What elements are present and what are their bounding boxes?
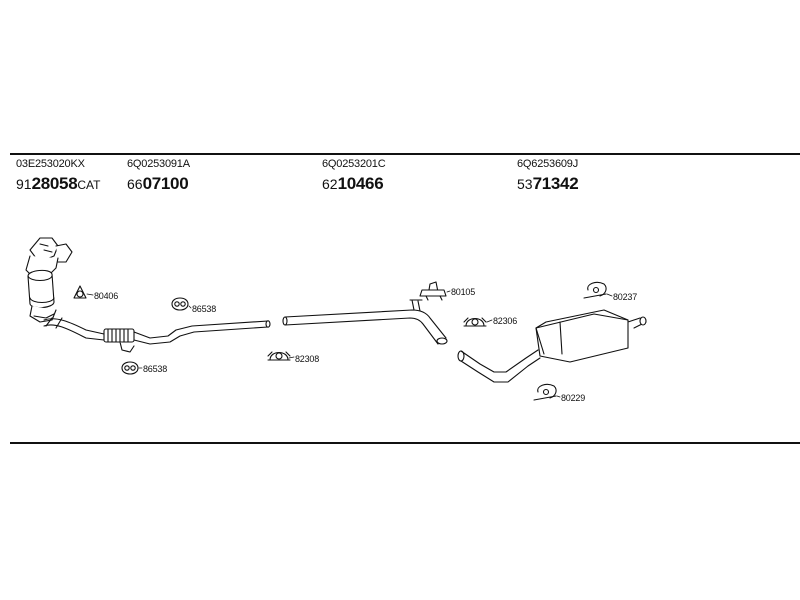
callout-80229: 80229 [561, 393, 586, 403]
hanger-80105-illustration [420, 282, 446, 300]
article-main: 10466 [337, 174, 384, 193]
leader-lines [87, 291, 612, 397]
hanger-80229-illustration [534, 384, 556, 400]
callout-82308: 82308 [295, 354, 320, 364]
bottom-divider [10, 442, 800, 444]
article-prefix: 91 [16, 176, 32, 192]
top-divider [10, 153, 800, 155]
hanger-80237-illustration [584, 282, 606, 298]
clamp-82308-illustration [268, 352, 290, 360]
part-header-front-pipe: 6Q0253091A 6607100 [127, 159, 190, 193]
article-main: 71342 [532, 174, 579, 193]
article-prefix: 53 [517, 176, 533, 192]
rubber-mount-86538-lower-illustration [122, 362, 138, 374]
part-header-rear-silencer: 6Q6253609J 5371342 [517, 158, 579, 193]
rubber-mount-86538-upper-illustration [172, 298, 188, 310]
clamp-82306-illustration [464, 318, 486, 326]
callout-80406: 80406 [94, 291, 119, 301]
front-pipe-illustration [44, 318, 270, 352]
rear-silencer-illustration [458, 310, 646, 382]
callout-86538-upper: 86538 [192, 304, 217, 314]
article-prefix: 62 [322, 176, 338, 192]
oem-number: 6Q0253201C [322, 158, 386, 170]
article-number: 6607100 [127, 175, 190, 193]
part-header-middle-pipe: 6Q0253201C 6210466 [322, 158, 386, 193]
part-header-catalytic-converter: 03E253020KX 9128058CAT [16, 159, 100, 193]
catalytic-converter-illustration [26, 238, 72, 322]
article-number: 5371342 [517, 174, 579, 193]
article-number: 6210466 [322, 175, 385, 193]
oem-number: 03E253020KX [16, 158, 85, 170]
callout-80237: 80237 [613, 292, 638, 302]
article-suffix: CAT [77, 178, 101, 192]
article-prefix: 66 [127, 176, 143, 192]
article-main: 07100 [142, 174, 189, 193]
bracket-80406-illustration [74, 286, 86, 298]
callout-86538-lower: 86538 [143, 364, 168, 374]
callout-80105: 80105 [451, 287, 476, 297]
article-main: 28058 [31, 174, 78, 193]
callout-82306: 82306 [493, 316, 518, 326]
oem-number: 6Q6253609J [517, 158, 578, 170]
middle-pipe-illustration [283, 300, 447, 344]
article-number: 9128058CAT [16, 175, 100, 193]
oem-number: 6Q0253091A [127, 158, 190, 170]
